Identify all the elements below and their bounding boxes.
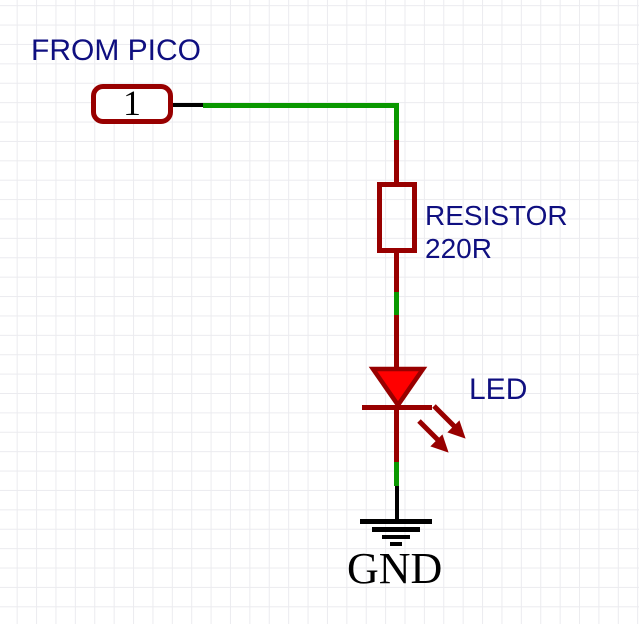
wire-vertical-red-3[interactable] <box>394 315 399 371</box>
wire-vertical-green-top[interactable] <box>394 103 399 140</box>
resistor-value: 220R <box>425 233 492 264</box>
ground-bar-2 <box>372 527 420 532</box>
emission-arrow-1-head <box>447 420 466 439</box>
pin-terminal[interactable]: 1 <box>91 84 173 124</box>
wire-vertical-red-2[interactable] <box>394 253 399 292</box>
wire-vertical-red-4[interactable] <box>394 406 399 462</box>
ground-label[interactable]: GND <box>347 544 443 593</box>
led-symbol[interactable] <box>356 364 468 456</box>
wire-vertical-green-mid[interactable] <box>394 292 399 315</box>
resistor-name: RESISTOR <box>425 200 568 231</box>
emission-arrow-1-shaft <box>432 404 457 429</box>
led-emission-arrows <box>417 404 466 453</box>
from-pico-label[interactable]: FROM PICO <box>31 34 201 67</box>
wire-vertical-red-1[interactable] <box>394 140 399 182</box>
pin-number-label: 1 <box>123 83 141 123</box>
wire-vertical-black[interactable] <box>395 486 399 520</box>
ground-bar-1 <box>360 519 432 524</box>
resistor-symbol[interactable] <box>377 182 417 253</box>
emission-arrow-2-shaft <box>417 419 442 444</box>
pin-wire-stub <box>170 103 206 107</box>
ground-bar-4 <box>390 542 402 546</box>
wire-vertical-green-bottom[interactable] <box>394 462 399 486</box>
led-label[interactable]: LED <box>469 373 528 406</box>
ground-bar-3 <box>382 535 410 539</box>
wire-horizontal-green[interactable] <box>203 103 399 108</box>
emission-arrow-2-head <box>430 434 449 453</box>
led-triangle <box>368 366 428 409</box>
resistor-label[interactable]: RESISTOR 220R <box>425 199 568 265</box>
